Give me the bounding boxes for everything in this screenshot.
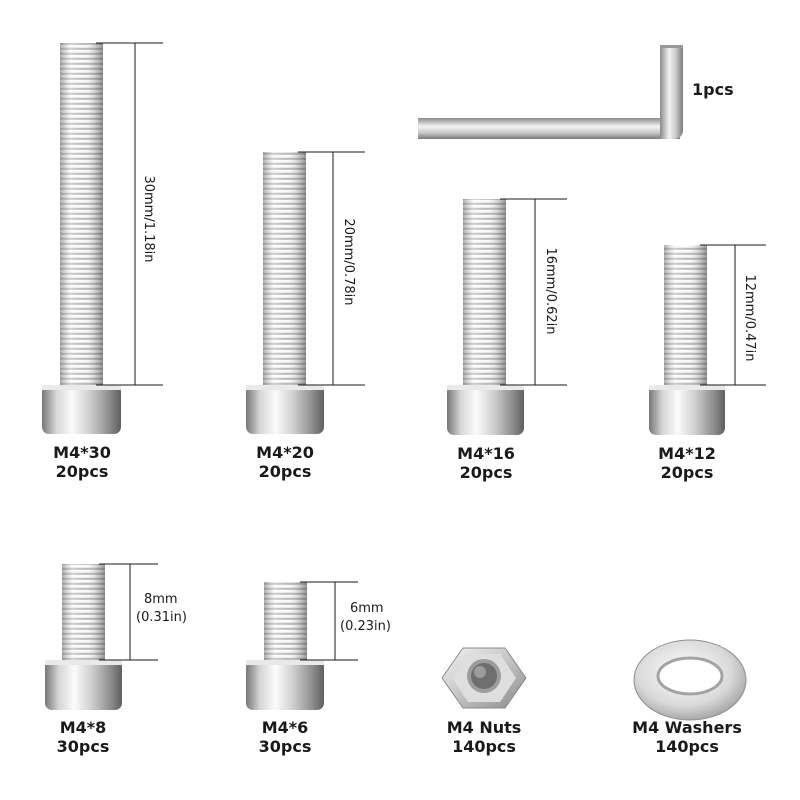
hex-key-icon xyxy=(418,45,683,139)
label-m4x16: M4*16 20pcs xyxy=(426,444,546,482)
item-name: M4*30 xyxy=(53,443,111,462)
label-m4x8: M4*8 30pcs xyxy=(23,718,143,756)
item-quantity: 30pcs xyxy=(56,737,110,756)
screw-m4x8-icon xyxy=(45,564,122,710)
item-name: M4 Washers xyxy=(632,718,742,737)
item-quantity: 140pcs xyxy=(655,737,719,756)
item-quantity: 20pcs xyxy=(459,463,513,482)
dimension-lines xyxy=(96,42,766,661)
item-quantity: 30pcs xyxy=(258,737,312,756)
hex-nut-icon xyxy=(441,647,527,709)
dimension-label-m4x12: 12mm/0.47in xyxy=(742,274,757,362)
screw-m4x12-icon xyxy=(649,245,725,435)
item-name: M4 Nuts xyxy=(446,718,522,737)
dimension-mm: 6mm xyxy=(350,601,384,616)
item-name: M4*16 xyxy=(457,444,515,463)
item-name: M4*6 xyxy=(261,718,309,737)
item-quantity: 20pcs xyxy=(660,463,714,482)
dimension-label-m4x20: 20mm/0.78in xyxy=(341,218,356,306)
screw-m4x16-icon xyxy=(447,199,524,435)
item-quantity: 20pcs xyxy=(258,462,312,481)
hex-key-quantity: 1pcs xyxy=(692,80,734,99)
screw-m4x20-icon xyxy=(246,152,324,434)
label-m4x12: M4*12 20pcs xyxy=(627,444,747,482)
flat-washer-icon xyxy=(633,639,747,721)
dimension-mm: 8mm xyxy=(144,592,178,607)
item-name: M4*8 xyxy=(59,718,107,737)
label-washers: M4 Washers 140pcs xyxy=(617,718,757,756)
dimension-in: (0.23in) xyxy=(340,619,391,634)
item-name: M4*20 xyxy=(256,443,314,462)
dimension-in: (0.31in) xyxy=(136,610,187,625)
item-quantity: 140pcs xyxy=(452,737,516,756)
label-nuts: M4 Nuts 140pcs xyxy=(424,718,544,756)
screw-m4x30-icon xyxy=(42,43,121,434)
dimension-label-m4x6: 6mm (0.23in) xyxy=(340,600,391,636)
dimension-label-m4x8: 8mm (0.31in) xyxy=(136,591,187,627)
dimension-label-m4x16: 16mm/0.62in xyxy=(543,247,558,335)
item-name: M4*12 xyxy=(658,444,716,463)
label-m4x30: M4*30 20pcs xyxy=(22,443,142,481)
screw-m4x6-icon xyxy=(246,582,324,710)
label-m4x6: M4*6 30pcs xyxy=(225,718,345,756)
dimension-label-m4x30: 30mm/1.18in xyxy=(141,175,156,263)
label-m4x20: M4*20 20pcs xyxy=(225,443,345,481)
item-quantity: 20pcs xyxy=(55,462,109,481)
